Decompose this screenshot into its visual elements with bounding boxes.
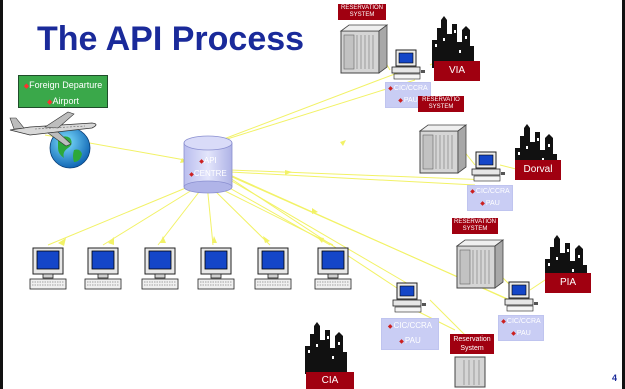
foreign-airport-box: ◆Foreign Departure ◆Airport <box>18 75 108 108</box>
cia-pau-line1: CIC/CCRA <box>393 321 433 330</box>
bullet-icon: ◆ <box>199 159 204 165</box>
pia-pau-box: ◆CIC/CCRA ◆PAU <box>498 315 544 341</box>
bullet-icon: ◆ <box>399 339 404 345</box>
link-arrows <box>58 140 346 246</box>
cia-reservation-label: Reservation System <box>450 334 494 354</box>
bullet-icon: ◆ <box>47 99 53 106</box>
pia-workstation-icon <box>504 281 539 312</box>
dorval-city-label: Dorval <box>515 160 561 180</box>
pia-city-label: PIA <box>545 273 591 293</box>
terminal-2-icon <box>84 247 122 290</box>
dorval-server-icon <box>419 124 467 174</box>
bullet-icon: ◆ <box>501 319 506 325</box>
bullet-icon: ◆ <box>511 331 516 337</box>
pia-reservation-label: RESERVATION SYSTEM <box>452 218 498 234</box>
dorval-pau-box: ◆CIC/CCRA ◆PAU <box>467 185 513 211</box>
pia-pau-line2: PAU <box>516 330 531 337</box>
airport-label-line2: Airport <box>52 96 79 106</box>
pia-pau-line1: CIC/CCRA <box>506 318 541 325</box>
pia-server-icon <box>456 239 504 289</box>
cia-pau-line2: PAU <box>404 336 421 345</box>
cia-city-label: CIA <box>306 372 354 389</box>
api-centre-line2: CENTRE <box>193 169 227 178</box>
terminal-5-icon <box>254 247 292 290</box>
slide-title: The API Process <box>37 20 305 58</box>
cia-city-icon <box>305 322 347 374</box>
bullet-icon: ◆ <box>398 98 403 104</box>
page-number: 4 <box>611 373 617 383</box>
terminal-1-icon <box>29 247 67 290</box>
via-server-icon <box>340 24 388 74</box>
terminal-4-icon <box>197 247 235 290</box>
via-city-label: VIA <box>434 61 480 81</box>
dorval-workstation-icon <box>471 151 506 182</box>
api-centre-line1: API <box>203 156 217 165</box>
cia-server-icon <box>454 356 486 388</box>
api-centre-label: ◆API ◆CENTRE <box>186 155 230 181</box>
dorval-reservation-label: RESERVATIO SYSTEM <box>418 96 464 112</box>
bullet-icon: ◆ <box>189 172 194 178</box>
dorval-pau-line1: CIC/CCRA <box>475 188 510 195</box>
slide-border-left <box>0 0 3 389</box>
via-pau-line1: CIC/CCRA <box>393 85 428 92</box>
dorval-pau-line2: PAU <box>485 200 500 207</box>
via-workstation-icon <box>391 49 426 80</box>
slide-border-right <box>622 0 625 389</box>
airport-label-line1: Foreign Departure <box>29 80 103 90</box>
api-centre-database <box>183 135 233 194</box>
bullet-icon: ◆ <box>23 83 30 90</box>
via-reservation-label: RESERVATION SYSTEM <box>338 4 386 20</box>
bullet-icon: ◆ <box>480 201 485 207</box>
via-pau-line2: PAU <box>403 97 418 104</box>
bullet-icon: ◆ <box>470 189 475 195</box>
airplane-icon <box>9 111 97 147</box>
terminal-6-icon <box>314 247 352 290</box>
terminal-3-icon <box>141 247 179 290</box>
bullet-icon: ◆ <box>388 86 393 92</box>
cia-pau-box: ◆CIC/CCRA ◆PAU <box>381 318 439 350</box>
bullet-icon: ◆ <box>387 324 393 330</box>
cia-workstation-icon <box>392 282 427 313</box>
